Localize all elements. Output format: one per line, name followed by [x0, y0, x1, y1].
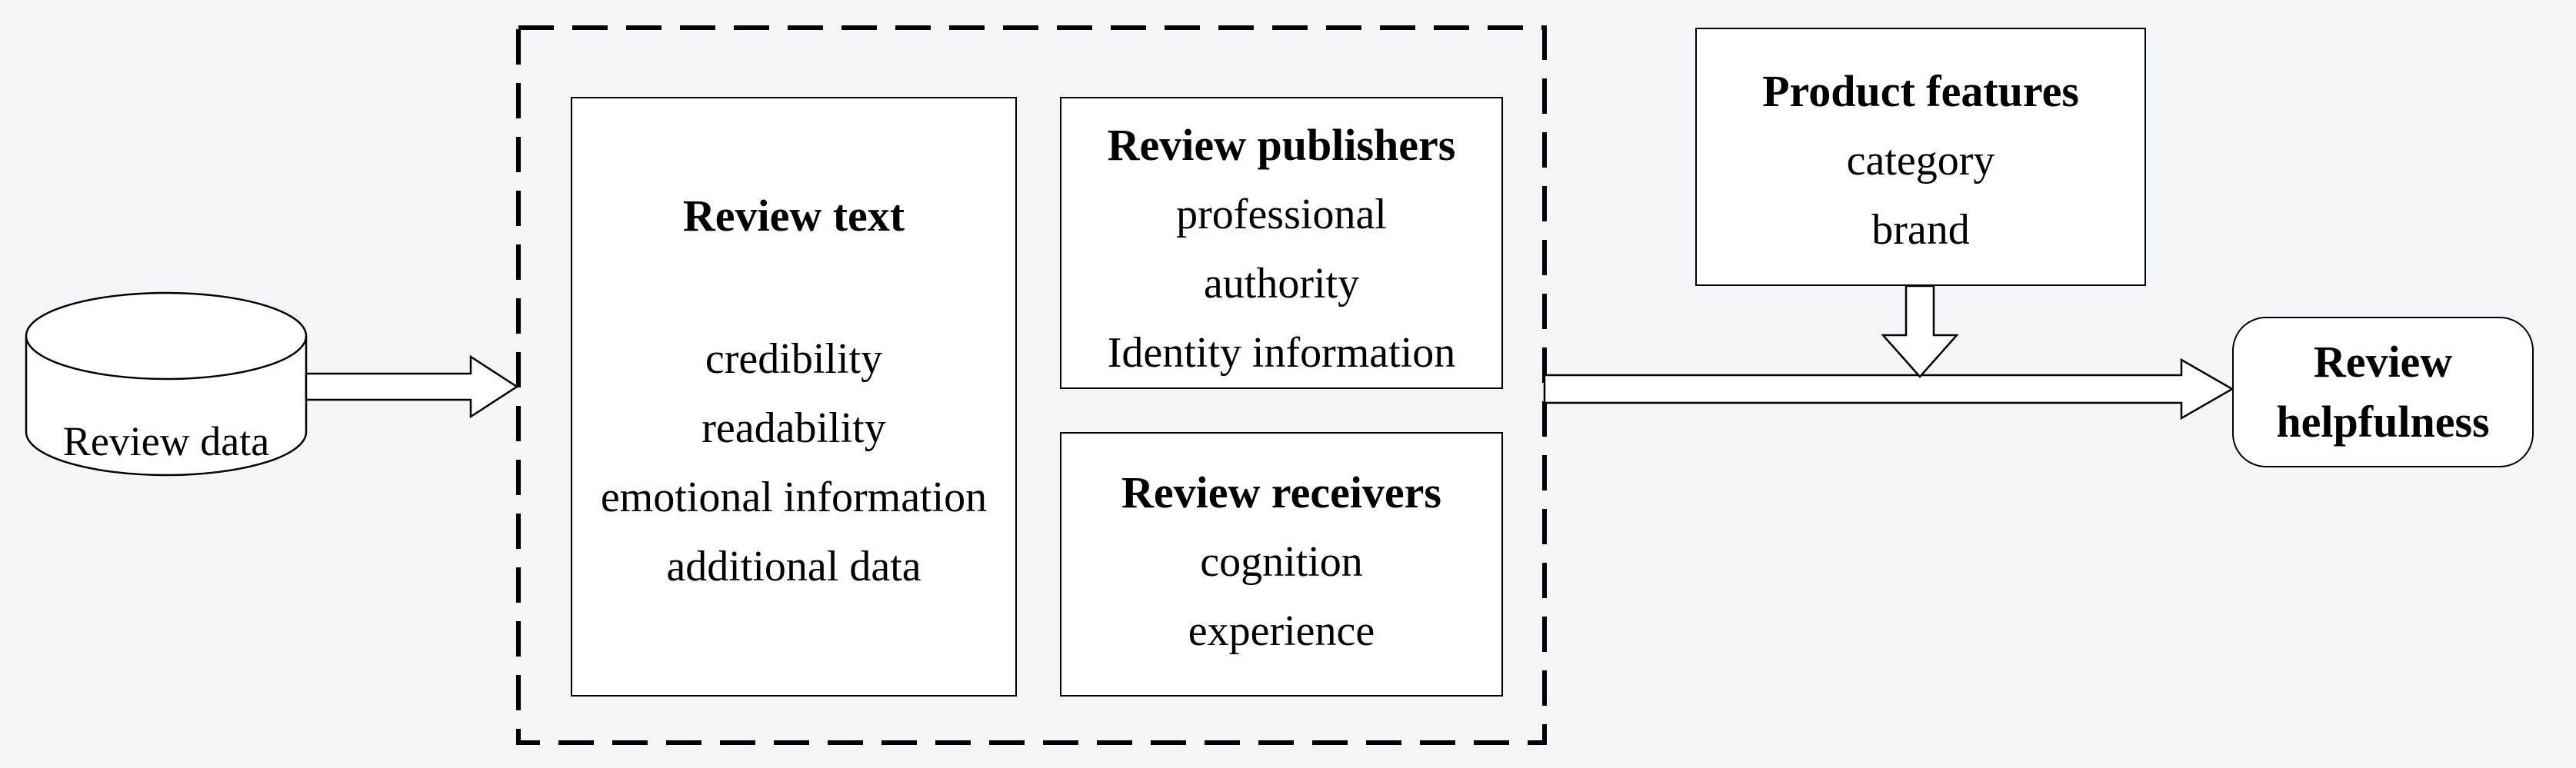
dashed-group-border: [516, 25, 1547, 745]
product-features-box: Product features category brand: [1695, 28, 2146, 286]
product-features-item: brand: [1871, 206, 1970, 254]
review-receivers-title: Review receivers: [1121, 467, 1441, 517]
review-text-title: Review text: [682, 191, 905, 241]
review-text-item: additional data: [666, 543, 921, 590]
review-text-box: Review text credibility readability emot…: [571, 97, 1017, 697]
review-publishers-item: professional: [1176, 191, 1387, 238]
review-publishers-item: Identity information: [1107, 329, 1456, 377]
arrow-down-icon: [1881, 284, 1959, 378]
review-text-item: emotional information: [600, 474, 988, 521]
review-publishers-item: authority: [1203, 260, 1360, 308]
review-text-item: credibility: [705, 335, 883, 383]
review-helpfulness-label: Review helpfulness: [2276, 337, 2490, 447]
review-receivers-item: experience: [1188, 607, 1375, 655]
product-features-title: Product features: [1762, 66, 2079, 116]
review-receivers-box: Review receivers cognition experience: [1060, 432, 1503, 697]
review-helpfulness-box: Review helpfulness: [2232, 317, 2534, 467]
database-cylinder-top: [25, 291, 308, 381]
review-text-items: credibility readability emotional inform…: [572, 324, 1015, 601]
review-text-item: readability: [701, 404, 886, 452]
arrow-right-icon: [305, 354, 519, 419]
arrow-right-long-icon: [1543, 357, 2234, 421]
review-publishers-box: Review publishers professional authority…: [1060, 97, 1503, 389]
product-features-item: category: [1846, 137, 1995, 185]
review-receivers-item: cognition: [1200, 538, 1363, 586]
review-publishers-title: Review publishers: [1107, 120, 1456, 170]
review-data-label: Review data: [62, 418, 270, 464]
